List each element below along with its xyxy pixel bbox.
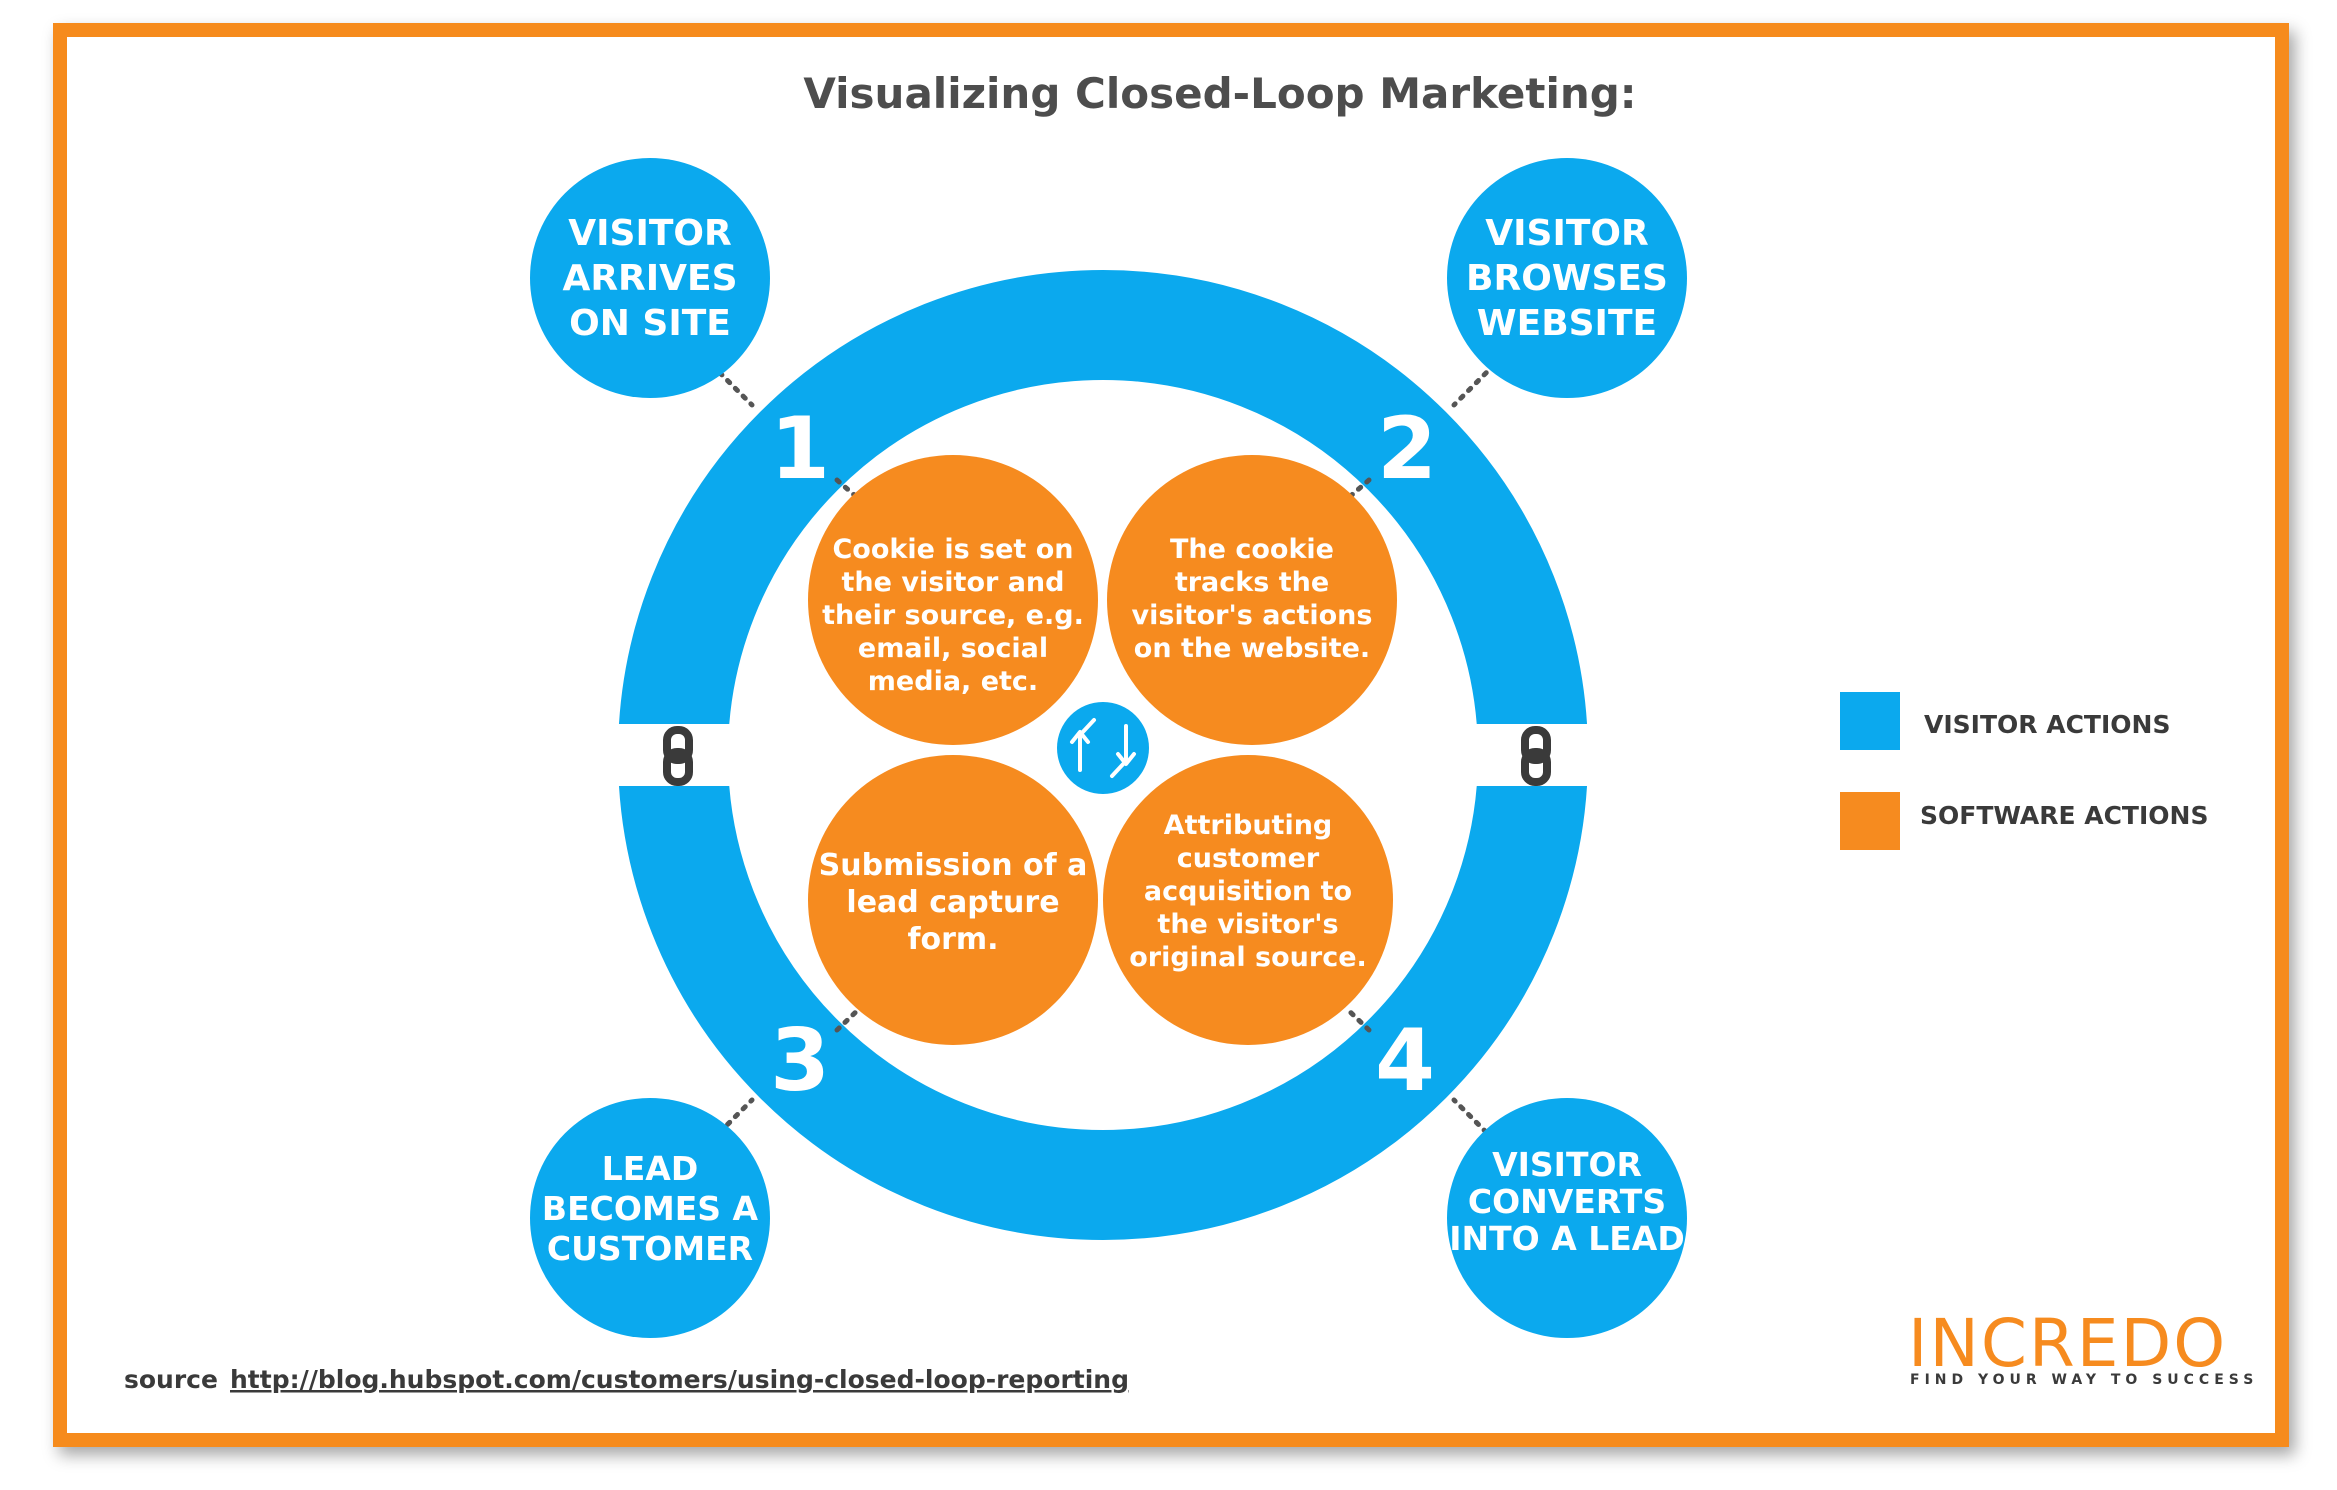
svg-text:the visitor's: the visitor's <box>1157 909 1338 940</box>
step-4-circle: VISITOR CONVERTS INTO A LEAD <box>1447 1098 1687 1338</box>
svg-text:the visitor and: the visitor and <box>842 567 1065 598</box>
svg-text:email, social: email, social <box>858 633 1048 664</box>
legend-visitor-swatch <box>1840 692 1900 750</box>
software-circle-4: Attributing customer acquisition to the … <box>1103 755 1393 1045</box>
svg-text:BECOMES A: BECOMES A <box>542 1189 759 1228</box>
svg-text:tracks the: tracks the <box>1175 567 1329 598</box>
software-circle-3: Submission of a lead capture form. <box>808 755 1098 1045</box>
legend-software-label: SOFTWARE ACTIONS <box>1920 801 2208 830</box>
chain-link-icon <box>663 726 693 786</box>
svg-text:CUSTOMER: CUSTOMER <box>547 1229 753 1268</box>
step-2-number: 2 <box>1377 399 1437 499</box>
svg-text:VISITOR: VISITOR <box>1492 1145 1642 1184</box>
svg-text:CONVERTS: CONVERTS <box>1468 1182 1666 1221</box>
svg-text:Submission of a: Submission of a <box>819 848 1088 883</box>
step-3-number: 3 <box>770 1011 830 1111</box>
legend-visitor-label: VISITOR ACTIONS <box>1924 710 2170 739</box>
svg-text:visitor's actions: visitor's actions <box>1132 600 1373 631</box>
software-circle-1: Cookie is set on the visitor and their s… <box>808 455 1098 745</box>
svg-text:acquisition to: acquisition to <box>1144 876 1352 907</box>
svg-text:on the website.: on the website. <box>1134 633 1370 664</box>
incredo-logo: INCREDO FIND YOUR WAY TO SUCCESS <box>1908 1305 2258 1388</box>
svg-text:form.: form. <box>907 922 998 957</box>
step-4-number: 4 <box>1375 1011 1435 1111</box>
svg-text:LEAD: LEAD <box>602 1149 699 1188</box>
step-2-circle: VISITOR BROWSES WEBSITE <box>1447 158 1687 398</box>
svg-text:VISITOR: VISITOR <box>568 213 731 254</box>
svg-text:lead capture: lead capture <box>846 885 1059 920</box>
chain-link-icon <box>1521 726 1551 786</box>
legend: VISITOR ACTIONS SOFTWARE ACTIONS <box>1840 692 2208 850</box>
refresh-arrows-icon <box>1057 702 1149 794</box>
logo-tagline: FIND YOUR WAY TO SUCCESS <box>1910 1372 2258 1388</box>
svg-text:original source.: original source. <box>1129 942 1367 973</box>
svg-text:customer: customer <box>1177 843 1320 874</box>
svg-text:The cookie: The cookie <box>1170 534 1334 565</box>
svg-text:ON SITE: ON SITE <box>569 303 731 344</box>
legend-software-swatch <box>1840 792 1900 850</box>
svg-text:media, etc.: media, etc. <box>868 666 1038 697</box>
svg-text:Cookie is set on: Cookie is set on <box>832 534 1073 565</box>
source-link[interactable]: http://blog.hubspot.com/customers/using-… <box>230 1365 1129 1394</box>
step-1-circle: VISITOR ARRIVES ON SITE <box>530 158 770 398</box>
step-1-number: 1 <box>770 399 830 499</box>
svg-text:INTO A LEAD: INTO A LEAD <box>1449 1219 1684 1258</box>
svg-text:VISITOR: VISITOR <box>1485 213 1648 254</box>
svg-text:ARRIVES: ARRIVES <box>562 258 737 299</box>
svg-text:WEBSITE: WEBSITE <box>1477 303 1657 344</box>
svg-text:BROWSES: BROWSES <box>1466 258 1668 299</box>
step-3-circle: LEAD BECOMES A CUSTOMER <box>530 1098 770 1338</box>
source-label: source <box>124 1365 218 1394</box>
logo-wordmark: INCREDO <box>1908 1305 2227 1382</box>
svg-text:their source, e.g.: their source, e.g. <box>822 600 1084 631</box>
software-circle-2: The cookie tracks the visitor's actions … <box>1107 455 1397 745</box>
page-title: Visualizing Closed-Loop Marketing: <box>803 69 1636 118</box>
svg-text:Attributing: Attributing <box>1164 810 1333 841</box>
